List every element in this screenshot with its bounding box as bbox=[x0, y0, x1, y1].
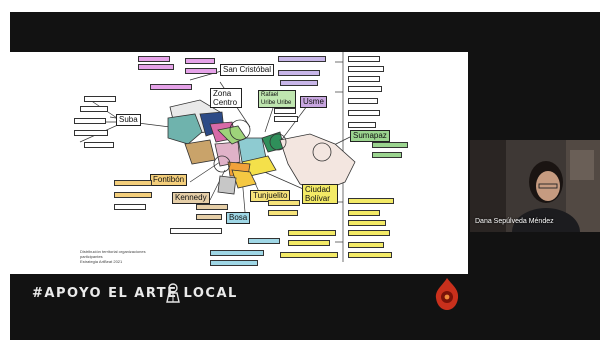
note-box bbox=[348, 56, 380, 62]
bogota-map-graphic bbox=[79, 52, 356, 262]
note-box bbox=[196, 214, 222, 220]
label-san-cristobal: San Cristóbal bbox=[220, 64, 275, 76]
note-box bbox=[114, 192, 152, 198]
note-box bbox=[278, 70, 320, 76]
note-box bbox=[348, 198, 394, 204]
caption-line-2: Estrategia ArtBeat 2021 bbox=[80, 259, 123, 264]
note-box bbox=[274, 108, 296, 114]
label-ciudad-bolivar: Ciudad Bolívar bbox=[302, 184, 338, 204]
label-tunjuelito: Tunjuelito bbox=[250, 190, 291, 202]
note-box bbox=[372, 152, 402, 158]
note-box bbox=[288, 230, 336, 236]
note-box bbox=[248, 238, 280, 244]
note-box bbox=[114, 204, 146, 210]
label-zona-centro: Zona Centro bbox=[210, 88, 242, 108]
note-box bbox=[348, 230, 390, 236]
note-box bbox=[348, 220, 386, 226]
note-box bbox=[84, 96, 116, 102]
note-box bbox=[280, 252, 338, 258]
participant-video-tile[interactable]: Dana Sepúlveda Méndez bbox=[470, 140, 600, 232]
note-box bbox=[196, 204, 228, 210]
note-box bbox=[348, 86, 382, 92]
note-box bbox=[268, 200, 300, 206]
note-box bbox=[348, 242, 384, 248]
banner-text: #APOYO EL ARTE LOCAL bbox=[32, 286, 238, 301]
participant-name-label: Dana Sepúlveda Méndez bbox=[475, 218, 554, 225]
slide-caption: Distribución territorial organizaciones … bbox=[80, 249, 150, 264]
note-box bbox=[210, 260, 258, 266]
note-box bbox=[138, 64, 174, 70]
note-box bbox=[170, 228, 222, 234]
label-suba: Suba bbox=[116, 114, 141, 126]
note-box bbox=[210, 250, 264, 256]
note-box bbox=[348, 252, 392, 258]
note-box bbox=[80, 106, 108, 112]
note-box bbox=[348, 98, 378, 104]
note-box bbox=[348, 210, 380, 216]
flame-logo-icon bbox=[435, 278, 459, 310]
note-box bbox=[278, 56, 326, 62]
label-rafael-uribe: Rafael Uribe Uribe bbox=[258, 90, 296, 108]
label-bosa: Bosa bbox=[226, 212, 251, 224]
label-fontibon: Fontibón bbox=[150, 174, 188, 186]
note-box bbox=[74, 130, 108, 136]
note-box bbox=[280, 80, 318, 86]
note-box bbox=[372, 142, 408, 148]
label-kennedy: Kennedy bbox=[172, 192, 210, 204]
note-box bbox=[150, 84, 192, 90]
brand-banner: #APOYO EL ARTE LOCAL bbox=[10, 274, 468, 314]
note-box bbox=[185, 58, 215, 64]
label-usme: Usme bbox=[300, 96, 327, 108]
note-box bbox=[114, 180, 152, 186]
note-box bbox=[348, 110, 380, 116]
artist-badge-icon bbox=[166, 283, 180, 303]
participant-video-feed bbox=[470, 140, 600, 232]
note-box bbox=[348, 66, 384, 72]
note-box bbox=[288, 240, 330, 246]
note-box bbox=[268, 210, 298, 216]
note-box bbox=[138, 56, 170, 62]
note-box bbox=[84, 142, 114, 148]
label-sumapaz: Sumapaz bbox=[350, 130, 390, 142]
note-box bbox=[185, 68, 217, 74]
note-box bbox=[348, 122, 376, 128]
note-box bbox=[348, 76, 380, 82]
note-box bbox=[274, 116, 298, 122]
shared-slide: Suba San Cristóbal Zona Centro Rafael Ur… bbox=[10, 52, 468, 274]
note-box bbox=[74, 118, 106, 124]
caption-line-1: Distribución territorial organizaciones … bbox=[80, 249, 146, 259]
